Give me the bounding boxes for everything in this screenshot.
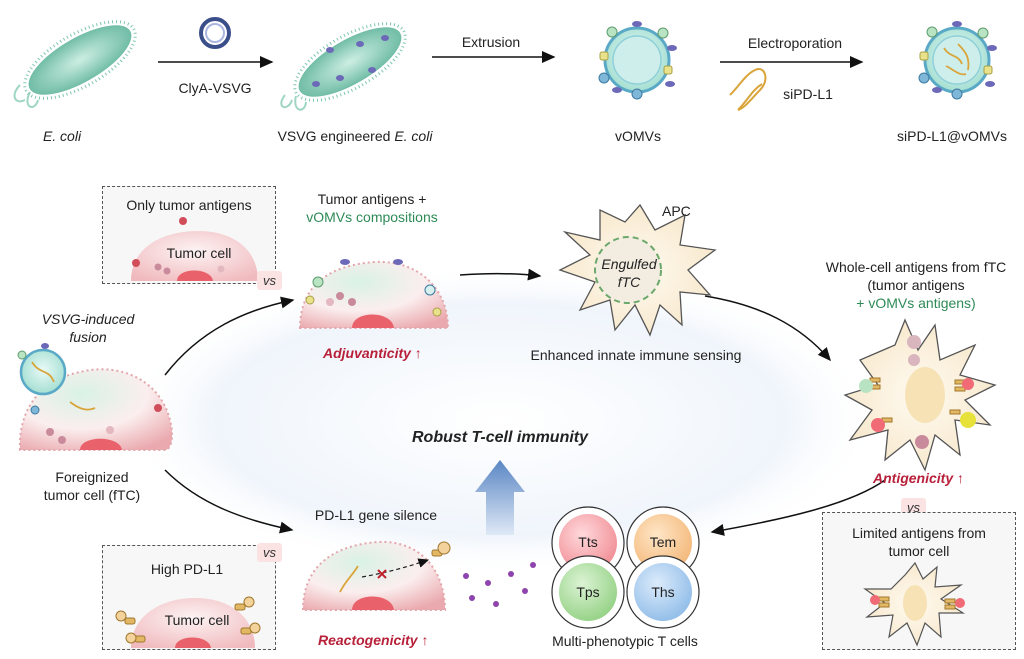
ftc-label: tumor cell (fTC) bbox=[43, 487, 141, 503]
tts-label: Tts bbox=[578, 534, 598, 550]
vs-badge-bottom-left: vs bbox=[257, 543, 282, 562]
limited-tumor-cell-label: tumor cell bbox=[888, 543, 950, 559]
tem-label: Tem bbox=[649, 534, 677, 550]
tps-label: Tps bbox=[576, 584, 600, 600]
only-tumor-antigens-box: Only tumor antigens Tumor cell bbox=[102, 186, 276, 284]
upward-arrow-icon bbox=[475, 460, 525, 535]
engulfed-ftc-label: fTC bbox=[617, 274, 641, 290]
pdl1-gene-silence-label: PD-L1 gene silence bbox=[314, 507, 438, 523]
vsvg-engineered-ecoli-label: VSVG engineered E. coli bbox=[277, 128, 433, 144]
pdl1-tumor-cell-icon bbox=[115, 596, 261, 648]
electroporation-label: Electroporation bbox=[747, 35, 843, 51]
apc-antigen-presenting-icon bbox=[843, 318, 997, 472]
tumor-antigens-paren-label: (tumor antigens bbox=[867, 277, 965, 293]
vomv-icon bbox=[598, 21, 677, 100]
reactogenicity-cell-icon bbox=[301, 540, 451, 611]
fusion-label: fusion bbox=[69, 329, 107, 345]
sipdl1-vomvs-label: siPD-L1@vOMVs bbox=[897, 128, 1007, 144]
sipdl1-vomv-icon bbox=[918, 21, 997, 100]
vomvs-label: vOMVs bbox=[615, 128, 661, 144]
limited-antigens-label: Limited antigens from bbox=[852, 525, 986, 541]
ecoli-label: E. coli bbox=[42, 128, 82, 144]
adjuvanticity-cell-icon bbox=[298, 259, 450, 329]
vs-badge-top-left: vs bbox=[257, 271, 282, 290]
antigenicity-label: Antigenicity ↑ bbox=[873, 470, 965, 486]
foreignized-tumor-cell-icon bbox=[17, 343, 174, 451]
apc-engulfed-icon bbox=[558, 203, 717, 337]
engineered-ecoli-icon bbox=[280, 22, 407, 111]
vomvs-compositions-label: vOMVs compositions bbox=[306, 209, 438, 225]
tumor-cell-label-bottom: Tumor cell bbox=[164, 612, 230, 628]
only-tumor-antigens-label: Only tumor antigens bbox=[126, 197, 252, 213]
multi-phenotypic-t-cells-label: Multi-phenotypic T cells bbox=[552, 633, 698, 649]
ths-label: Ths bbox=[651, 584, 675, 600]
limited-antigens-box: Limited antigens from tumor cell bbox=[822, 512, 1016, 650]
plasmid-icon bbox=[199, 17, 231, 49]
sirna-helix-icon bbox=[729, 68, 767, 111]
robust-t-cell-immunity-title: Robust T-cell immunity bbox=[411, 429, 589, 446]
limited-apc-icon bbox=[863, 561, 966, 647]
clya-vsvg-label: ClyA-VSVG bbox=[178, 80, 252, 96]
whole-cell-antigens-label: Whole-cell antigens from fTC bbox=[825, 259, 1007, 275]
vsvg-induced-label: VSVG-induced bbox=[41, 311, 135, 327]
high-pdl1-box: High PD-L1 Tumor cell bbox=[102, 545, 276, 650]
adjuvanticity-label: Adjuvanticity ↑ bbox=[323, 345, 422, 361]
foreignized-label: Foreignized bbox=[55, 469, 129, 485]
t-cells-cluster-icon bbox=[551, 506, 700, 629]
innate-sensing-label: Enhanced innate immune sensing bbox=[530, 347, 742, 363]
tumor-antigens-plus-label: Tumor antigens + bbox=[317, 191, 427, 207]
sipdl1-label: siPD-L1 bbox=[783, 86, 833, 102]
engulfed-label: Engulfed bbox=[601, 256, 657, 272]
high-pdl1-label: High PD-L1 bbox=[150, 561, 224, 577]
cytokine-dots-icon bbox=[463, 562, 536, 607]
tumor-cell-icon bbox=[131, 217, 258, 281]
reactogenicity-label: Reactogenicity ↑ bbox=[318, 632, 429, 648]
tumor-cell-label-top: Tumor cell bbox=[166, 245, 232, 261]
vomvs-antigens-label: + vOMVs antigens) bbox=[856, 295, 976, 311]
apc-label: APC bbox=[662, 203, 691, 219]
extrusion-label: Extrusion bbox=[461, 34, 521, 50]
ecoli-icon bbox=[13, 20, 137, 108]
